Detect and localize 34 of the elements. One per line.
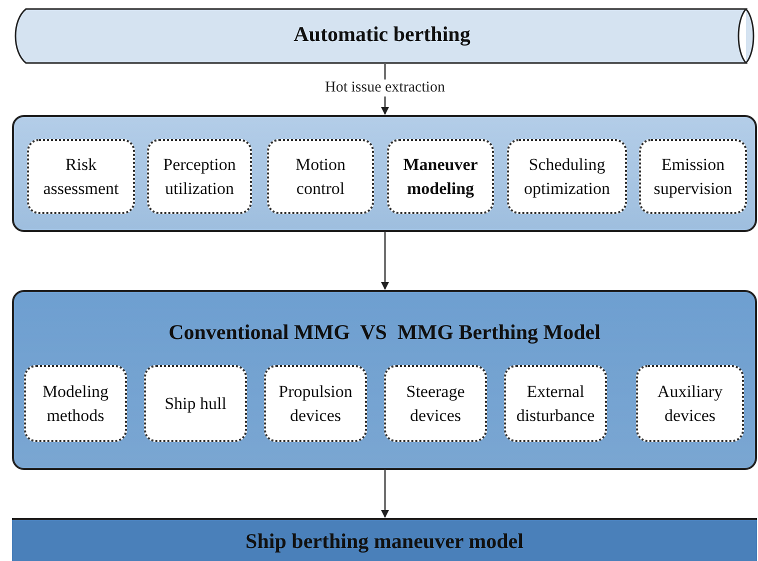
result-title: Ship berthing maneuver model [244, 529, 524, 554]
topic-box [264, 365, 367, 442]
topic-label: External disturbance [515, 380, 596, 426]
edge-label: Hot issue extraction [322, 79, 448, 96]
category-panel [12, 290, 757, 470]
topic-label: Modeling methods [41, 380, 110, 426]
topic-label: Emission supervision [652, 154, 734, 200]
topic-label: Auxiliary devices [656, 380, 724, 426]
arrow [381, 470, 389, 518]
topic-box [144, 365, 247, 442]
topic-label: Scheduling optimization [523, 154, 611, 200]
topic-label: Motion control [294, 154, 347, 200]
topic-label: Propulsion devices [278, 380, 354, 426]
topic-box [504, 365, 607, 442]
topic-box [27, 139, 135, 214]
result-bar [12, 518, 757, 561]
topic-box [267, 139, 374, 214]
topic-label: Ship hull [164, 392, 228, 415]
topic-box [147, 139, 252, 214]
topic-label: Risk assessment [42, 154, 120, 200]
scroll-banner [12, 8, 752, 64]
arrow [381, 232, 389, 290]
topic-label: Steerage devices [405, 380, 466, 426]
topic-box [639, 139, 747, 214]
topic-label: Perception utilization [162, 154, 237, 200]
topic-label: Maneuver modeling [402, 154, 479, 200]
banner-title: Automatic berthing [292, 22, 472, 47]
panel-heading: Conventional MMG VS MMG Berthing Model [168, 320, 602, 345]
topic-box [507, 139, 627, 214]
topic-box [387, 139, 494, 214]
topic-box [24, 365, 127, 442]
category-panel [12, 115, 757, 232]
topic-box [636, 365, 744, 442]
topic-box [384, 365, 487, 442]
